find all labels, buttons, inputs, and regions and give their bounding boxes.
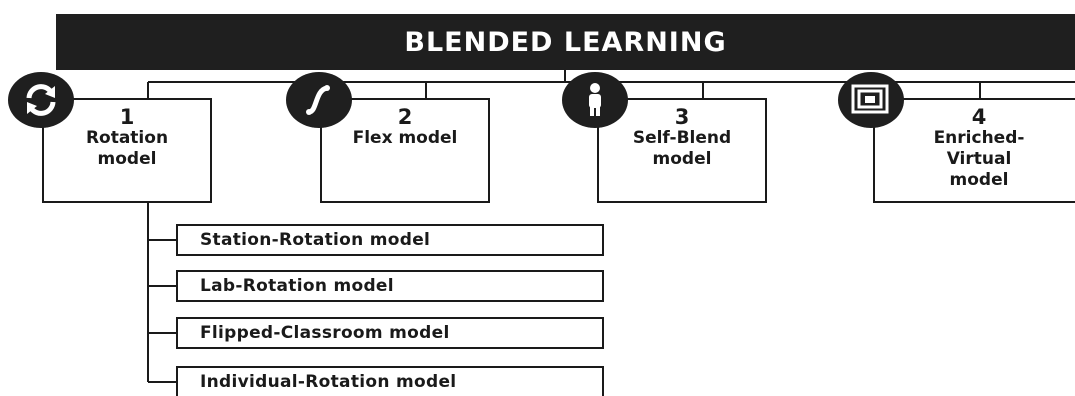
page-title: BLENDED LEARNING xyxy=(404,26,727,58)
model-number: 3 xyxy=(674,105,690,129)
model-box-self-blend: 3 Self-Blend model xyxy=(597,98,767,203)
submodel-flipped-classroom: Flipped-Classroom model xyxy=(176,317,604,349)
submodel-station-rotation: Station-Rotation model xyxy=(176,224,604,256)
virtual-screens-icon xyxy=(838,72,904,128)
model-number: 4 xyxy=(971,105,987,129)
person-icon xyxy=(562,72,628,128)
model-name: Rotation model xyxy=(85,128,169,169)
model-box-enriched-virtual: 4 Enriched-Virtual model xyxy=(873,98,1075,203)
model-name: Self-Blend model xyxy=(632,128,732,169)
flex-curve-icon xyxy=(286,72,352,128)
submodel-label: Flipped-Classroom model xyxy=(200,323,450,343)
rotate-arrows-icon xyxy=(8,72,74,128)
model-name: Flex model xyxy=(352,128,458,148)
submodel-label: Individual-Rotation model xyxy=(200,372,457,392)
submodel-individual-rotation: Individual-Rotation model xyxy=(176,366,604,396)
submodel-label: Lab-Rotation model xyxy=(200,276,394,296)
submodel-label: Station-Rotation model xyxy=(200,230,431,250)
model-name: Enriched-Virtual model xyxy=(933,128,1025,190)
model-box-flex: 2 Flex model xyxy=(320,98,490,203)
model-number: 2 xyxy=(397,105,413,129)
submodel-lab-rotation: Lab-Rotation model xyxy=(176,270,604,302)
blended-learning-banner: BLENDED LEARNING xyxy=(56,14,1075,70)
model-number: 1 xyxy=(119,105,135,129)
model-box-rotation: 1 Rotation model xyxy=(42,98,212,203)
